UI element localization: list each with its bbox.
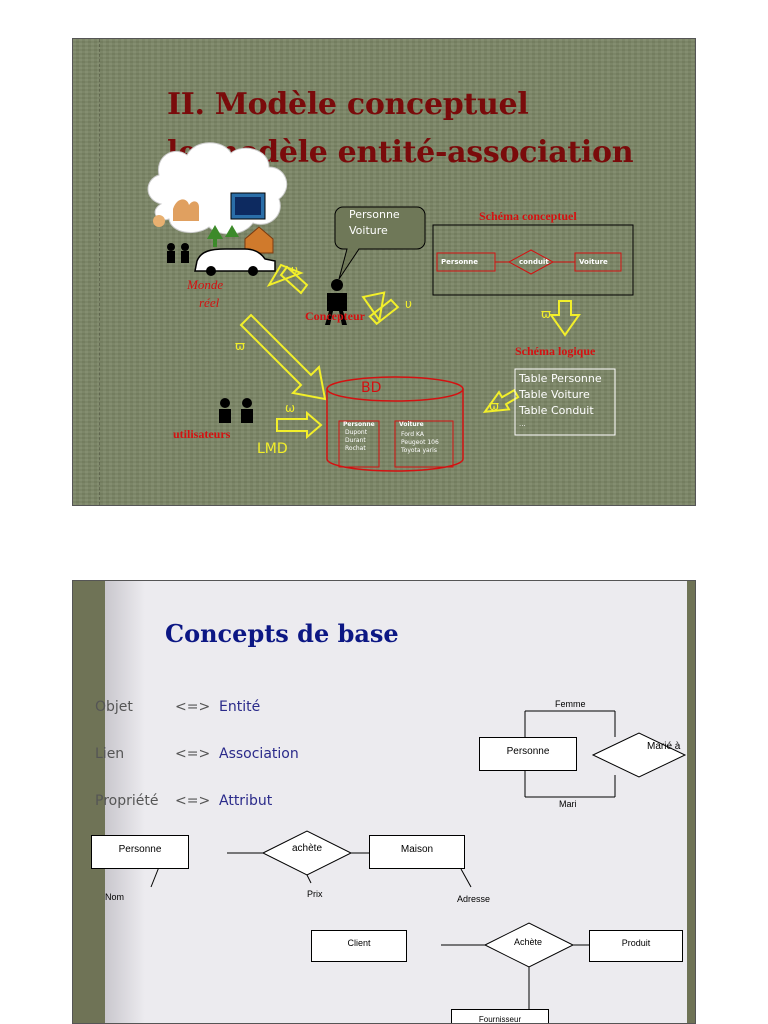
bubble-voiture: Voiture: [349, 223, 400, 239]
arrow-down: [551, 301, 579, 335]
entity-maison: Maison: [369, 835, 465, 869]
bd-personne-row: Rochat: [345, 445, 367, 453]
reel-label: réel: [199, 295, 219, 311]
table-voiture: Table Voiture: [519, 387, 602, 403]
arrow-to-bd: [241, 315, 325, 399]
relation-marie-diamond: [593, 733, 685, 777]
bd-voiture-row: Toyota yaris: [401, 447, 439, 455]
schema-conceptuel-label: Schéma conceptuel: [479, 209, 577, 224]
bd-personne-title: Personne: [343, 421, 375, 429]
entity-fournisseur: Fournisseur: [451, 1009, 549, 1024]
bd-voiture-rows: Ford KA Peugeot 106 Toyota yaris: [401, 431, 439, 455]
relation-achete2-label: Achète: [514, 937, 542, 947]
utilisateurs-label: utilisateurs: [173, 427, 230, 442]
bubble-personne: Personne: [349, 207, 400, 223]
camel-icon: [173, 199, 199, 221]
slide-concepts-de-base: Concepts de base Objet<=>Entité Lien<=>A…: [72, 580, 696, 1024]
bd-personne-row: Dupont: [345, 429, 367, 437]
schema-relation-conduit: conduit: [519, 258, 549, 266]
monde-label: Monde: [187, 277, 223, 293]
relation-marie-label: Marié à: [647, 741, 680, 752]
bd-voiture-title: Voiture: [399, 421, 424, 429]
table-personne: Table Personne: [519, 371, 602, 387]
entity-client: Client: [311, 930, 407, 962]
upsilon-symbol-1: υ: [291, 263, 298, 277]
attr-nom-label: Nom: [105, 892, 124, 902]
tables-list: Table Personne Table Voiture Table Condu…: [519, 371, 602, 429]
bd-label: BD: [361, 380, 381, 396]
table-conduit: Table Conduit: [519, 403, 602, 419]
people-icon: [167, 243, 189, 263]
omega-symbol: ω: [285, 401, 295, 415]
schema-entity-personne: Personne: [441, 258, 478, 266]
bubble-text: Personne Voiture: [349, 207, 400, 239]
varpi-symbol-3: ϖ: [489, 399, 499, 413]
bd-personne-row: Durant: [345, 437, 367, 445]
role-mari-label: Mari: [559, 799, 577, 809]
attr-prix-label: Prix: [307, 889, 323, 899]
attr-adresse-label: Adresse: [457, 894, 490, 904]
real-world-cloud-icon: [148, 143, 287, 234]
role-femme-label: Femme: [555, 699, 586, 709]
concepteur-label: Concepteur: [305, 309, 365, 324]
varpi-symbol-1: ϖ: [541, 307, 551, 321]
bd-voiture-row: Ford KA: [401, 431, 439, 439]
bd-voiture-row: Peugeot 106: [401, 439, 439, 447]
arrow-lmd: [277, 413, 321, 437]
entity-personne-married: Personne: [479, 737, 577, 771]
bd-personne-rows: Dupont Durant Rochat: [345, 429, 367, 453]
entity-personne: Personne: [91, 835, 189, 869]
relation-achete-label: achète: [292, 843, 322, 854]
person-icon: [153, 215, 165, 227]
entity-produit: Produit: [589, 930, 683, 962]
varpi-symbol-2: ϖ: [235, 339, 245, 353]
lmd-label: LMD: [257, 441, 288, 457]
notebook-page: Concepts de base Objet<=>Entité Lien<=>A…: [105, 581, 687, 1024]
users-icon: [219, 398, 253, 423]
slide-modele-conceptuel: II. Modèle conceptuel le modèle entité-a…: [72, 38, 696, 506]
table-more: ...: [519, 419, 602, 429]
arrow-up-right: [359, 289, 400, 327]
upsilon-symbol-2: υ: [405, 297, 412, 311]
schema-entity-voiture: Voiture: [579, 258, 608, 266]
schema-logique-label: Schéma logique: [515, 344, 595, 359]
slide1-diagram: [73, 39, 696, 506]
